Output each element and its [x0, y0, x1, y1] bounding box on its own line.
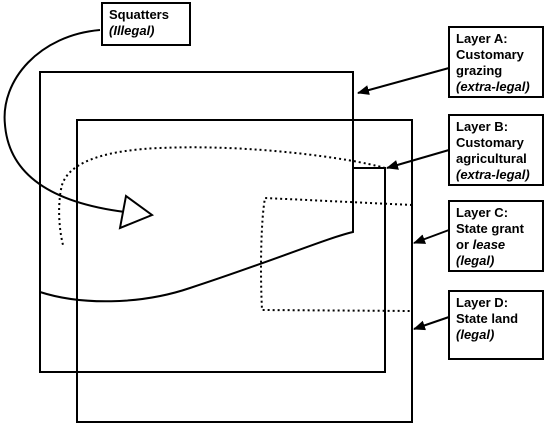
layer-c-name-line2: or lease	[456, 237, 536, 253]
squatters-arrowhead-icon	[118, 194, 155, 230]
layer-d-legal-status: (legal)	[456, 327, 495, 342]
layer-b-name-line1: Customary	[456, 135, 524, 150]
squatters-title: Squatters	[109, 7, 169, 22]
squatters-label: Squatters (Illegal)	[101, 2, 191, 46]
layer-c-legal-status: (legal)	[456, 253, 495, 268]
layer-c-label: Layer C: State grant or lease (legal)	[448, 200, 544, 272]
layer-a-arrow	[357, 67, 450, 95]
layer-c-name-line1: State grant	[456, 221, 524, 236]
layer-a-title: Layer A:	[456, 31, 508, 46]
layer-a-rectangle	[39, 71, 386, 373]
layer-b-arrow	[386, 149, 450, 170]
layer-d-name: State land	[456, 311, 519, 326]
layer-d-arrow	[413, 316, 450, 331]
layer-a-legal-status: (extra-legal)	[456, 79, 530, 94]
layer-a-name-line1: Customary	[456, 47, 524, 62]
layer-d-rectangle	[76, 119, 413, 423]
layer-b-legal-status: (extra-legal)	[456, 167, 530, 182]
layer-c-or-text: or	[456, 237, 473, 252]
layer-a-name-line2: grazing	[456, 63, 503, 78]
layer-b-title: Layer B:	[456, 119, 509, 134]
squatters-curved-path	[3, 29, 126, 213]
layer-d-title: Layer D:	[456, 295, 509, 310]
layer-a-label: Layer A: Customary grazing (extra-legal)	[448, 26, 544, 98]
layer-c-lease-text: lease	[472, 237, 506, 252]
squatters-curved-path	[39, 168, 354, 303]
layer-b-dotted-region	[58, 146, 386, 246]
layer-b-label: Layer B: Customary agricultural (extra-l…	[448, 114, 544, 186]
squatters-legal-status: (Illegal)	[109, 23, 155, 38]
layer-c-dotted-region	[260, 196, 413, 312]
layer-c-arrow	[413, 229, 450, 244]
layer-b-name-line2: agricultural	[456, 151, 527, 166]
layer-d-label: Layer D: State land (legal)	[448, 290, 544, 360]
layer-c-title: Layer C:	[456, 205, 509, 220]
